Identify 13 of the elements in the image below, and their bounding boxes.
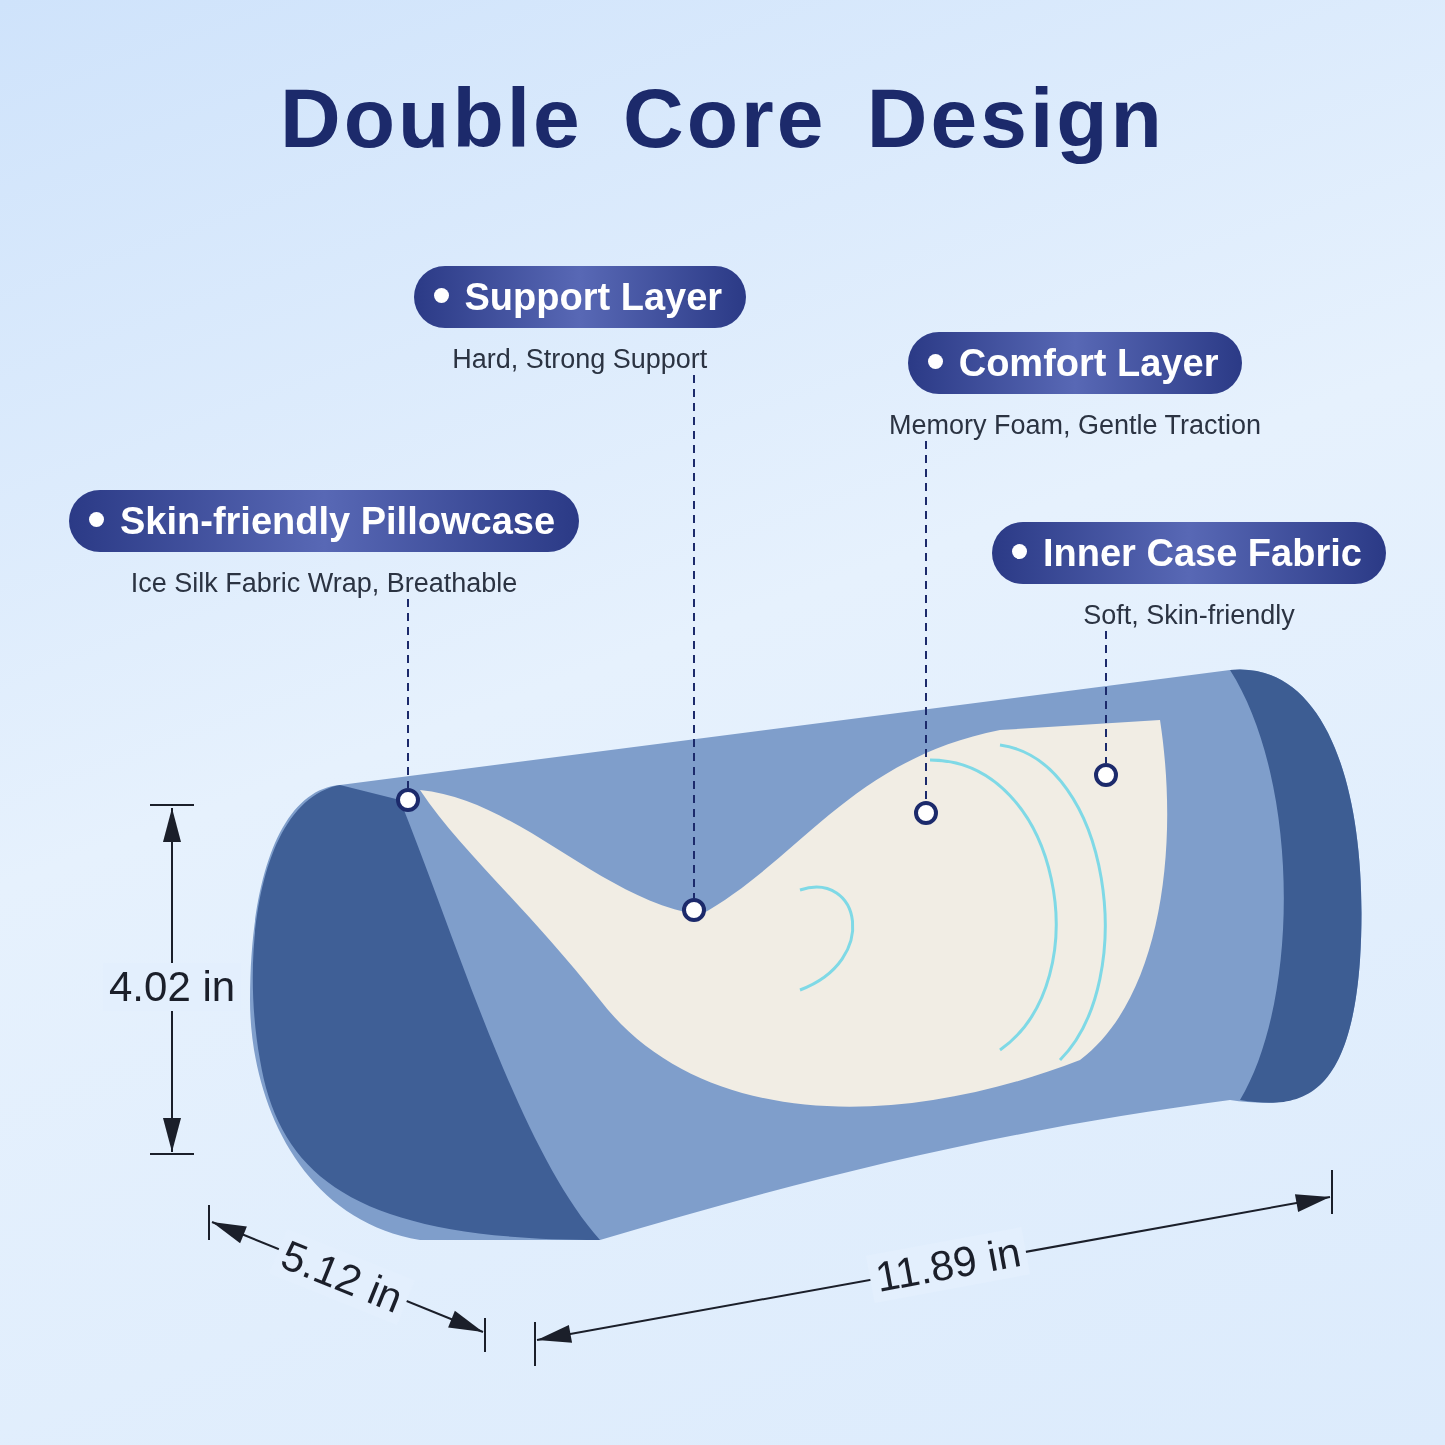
callout-heading: Support Layer (413, 266, 747, 328)
leader-line (693, 374, 695, 899)
callout-heading: Skin-friendly Pillowcase (69, 490, 580, 552)
callout-heading: Comfort Layer (907, 332, 1243, 394)
callout-description: Memory Foam, Gentle Traction (889, 410, 1262, 441)
callout-description: Soft, Skin-friendly (1083, 600, 1295, 631)
callout-description: Hard, Strong Support (452, 344, 708, 375)
leader-line (407, 598, 409, 789)
callout-description: Ice Silk Fabric Wrap, Breathable (130, 568, 518, 599)
leader-line (925, 440, 927, 802)
callout-heading: Inner Case Fabric (992, 522, 1386, 584)
leader-line (1105, 630, 1107, 764)
title: Double Core Design (280, 71, 1165, 165)
